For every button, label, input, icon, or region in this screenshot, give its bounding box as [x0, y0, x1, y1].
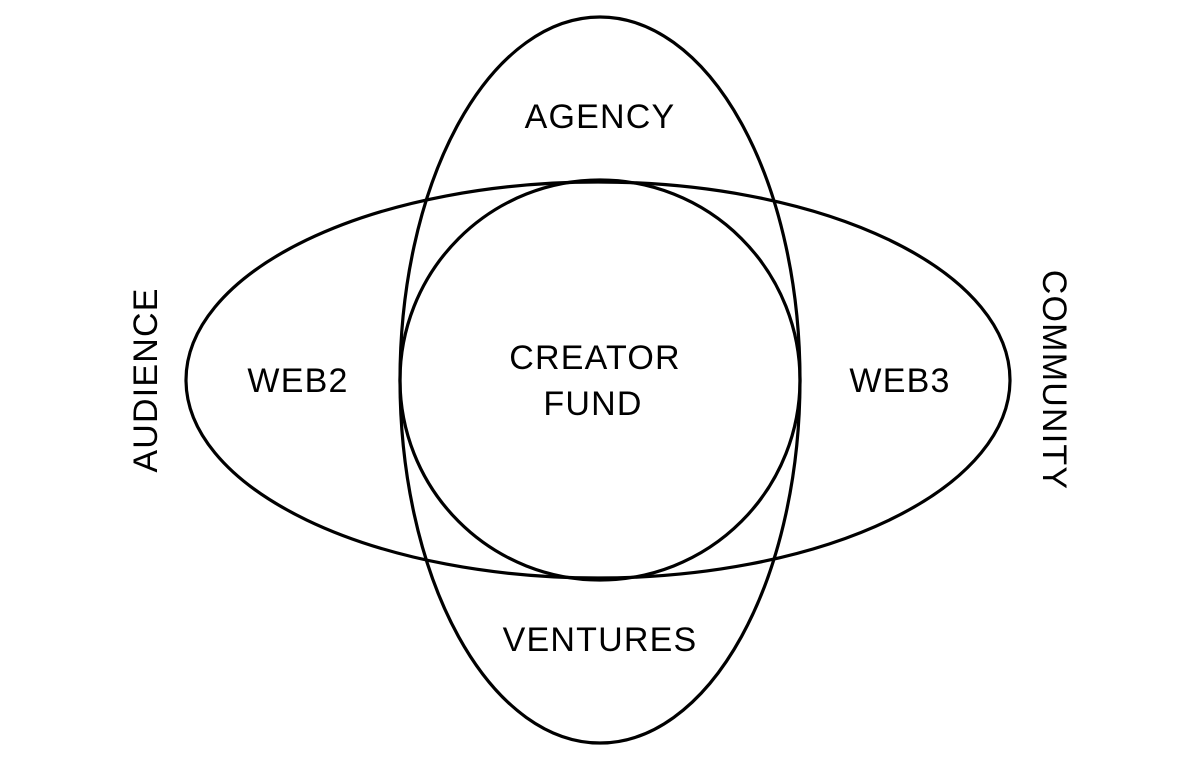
ventures-label: VENTURES	[503, 621, 698, 659]
web2-label: WEB2	[247, 362, 348, 400]
web3-label: WEB3	[849, 362, 950, 400]
creator-fund-label-line1: CREATOR	[509, 339, 681, 377]
creator-fund-label-line2: FUND	[543, 385, 642, 423]
audience-label: AUDIENCE	[127, 287, 165, 472]
horizontal-ellipse	[184, 180, 1012, 580]
community-label: COMMUNITY	[1035, 270, 1073, 490]
center-circle	[398, 178, 802, 582]
agency-label: AGENCY	[525, 98, 676, 136]
